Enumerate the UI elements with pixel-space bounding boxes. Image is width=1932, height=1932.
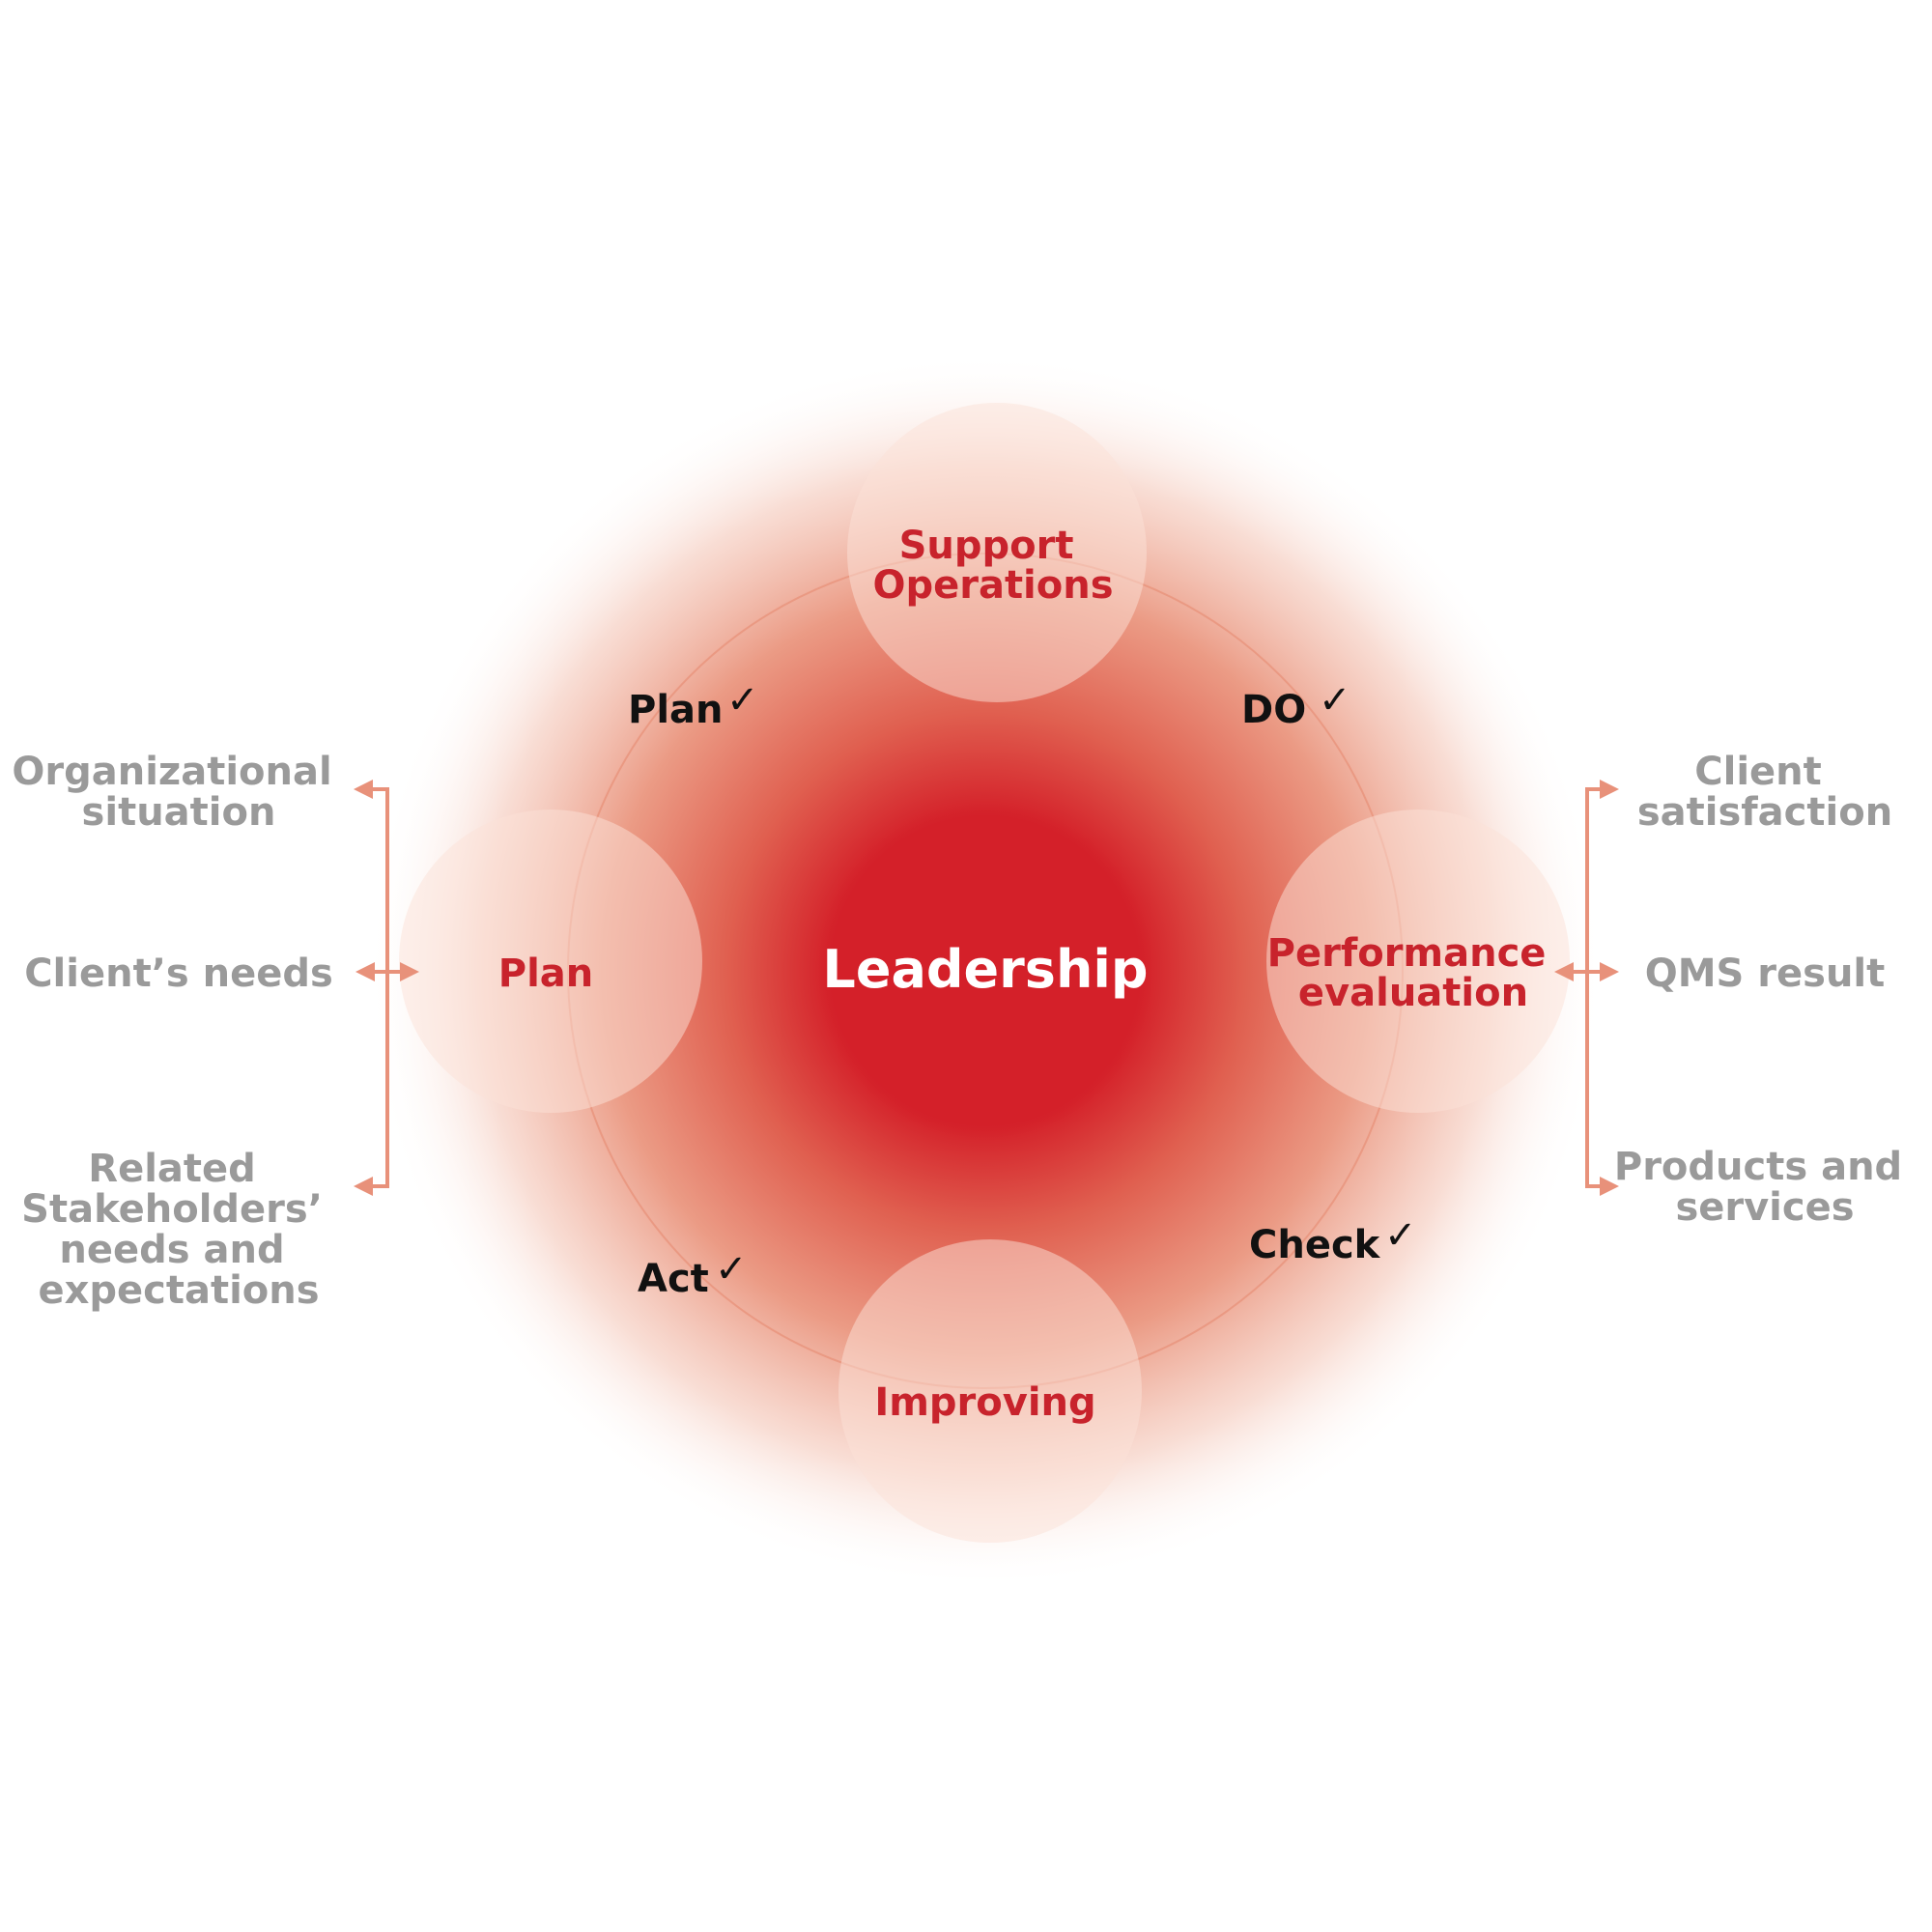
stage-label-top: Support Operations <box>872 524 1113 608</box>
output-products-services: Products and services <box>1614 1145 1916 1230</box>
stage-circle-top <box>847 403 1147 702</box>
stage-label-right: Performance evaluation <box>1267 931 1560 1015</box>
stage-label-bottom: Improving <box>874 1380 1095 1425</box>
stage-circle-bottom <box>838 1239 1142 1543</box>
pdca-do-label: DO <box>1241 688 1306 732</box>
input-clients-needs: Client’s needs <box>24 952 333 996</box>
left-bracket <box>354 780 419 1196</box>
stage-label-top-line1: Support <box>899 524 1074 568</box>
pdca-act-label: Act <box>638 1257 709 1301</box>
leadership-core <box>816 802 1154 1140</box>
output-qms-result: QMS result <box>1645 952 1886 996</box>
pdca-act-check-icon: ✓ <box>715 1247 748 1292</box>
pdca-check-label: Check <box>1249 1223 1381 1267</box>
output-client-satisfaction: Client satisfaction <box>1637 750 1892 835</box>
stage-circle-left <box>399 810 702 1113</box>
pdca-check-check-icon: ✓ <box>1384 1213 1417 1258</box>
pdca-do-check-icon: ✓ <box>1319 678 1351 723</box>
center-label: Leadership <box>822 939 1148 1000</box>
pdca-plan-check-icon: ✓ <box>726 678 759 723</box>
input-organizational-situation: Organizational situation <box>12 750 345 835</box>
stage-label-top-line2: Operations <box>872 563 1113 608</box>
right-bracket <box>1554 780 1619 1196</box>
stage-label-left: Plan <box>498 952 594 996</box>
stage-label-right-line2: evaluation <box>1298 971 1528 1015</box>
stage-circle-right <box>1266 810 1570 1113</box>
stage-label-right-line1: Performance <box>1267 931 1547 976</box>
pdca-plan-label: Plan <box>628 688 724 732</box>
input-stakeholders-needs: Related Stakeholders’ needs and expectat… <box>21 1147 336 1313</box>
